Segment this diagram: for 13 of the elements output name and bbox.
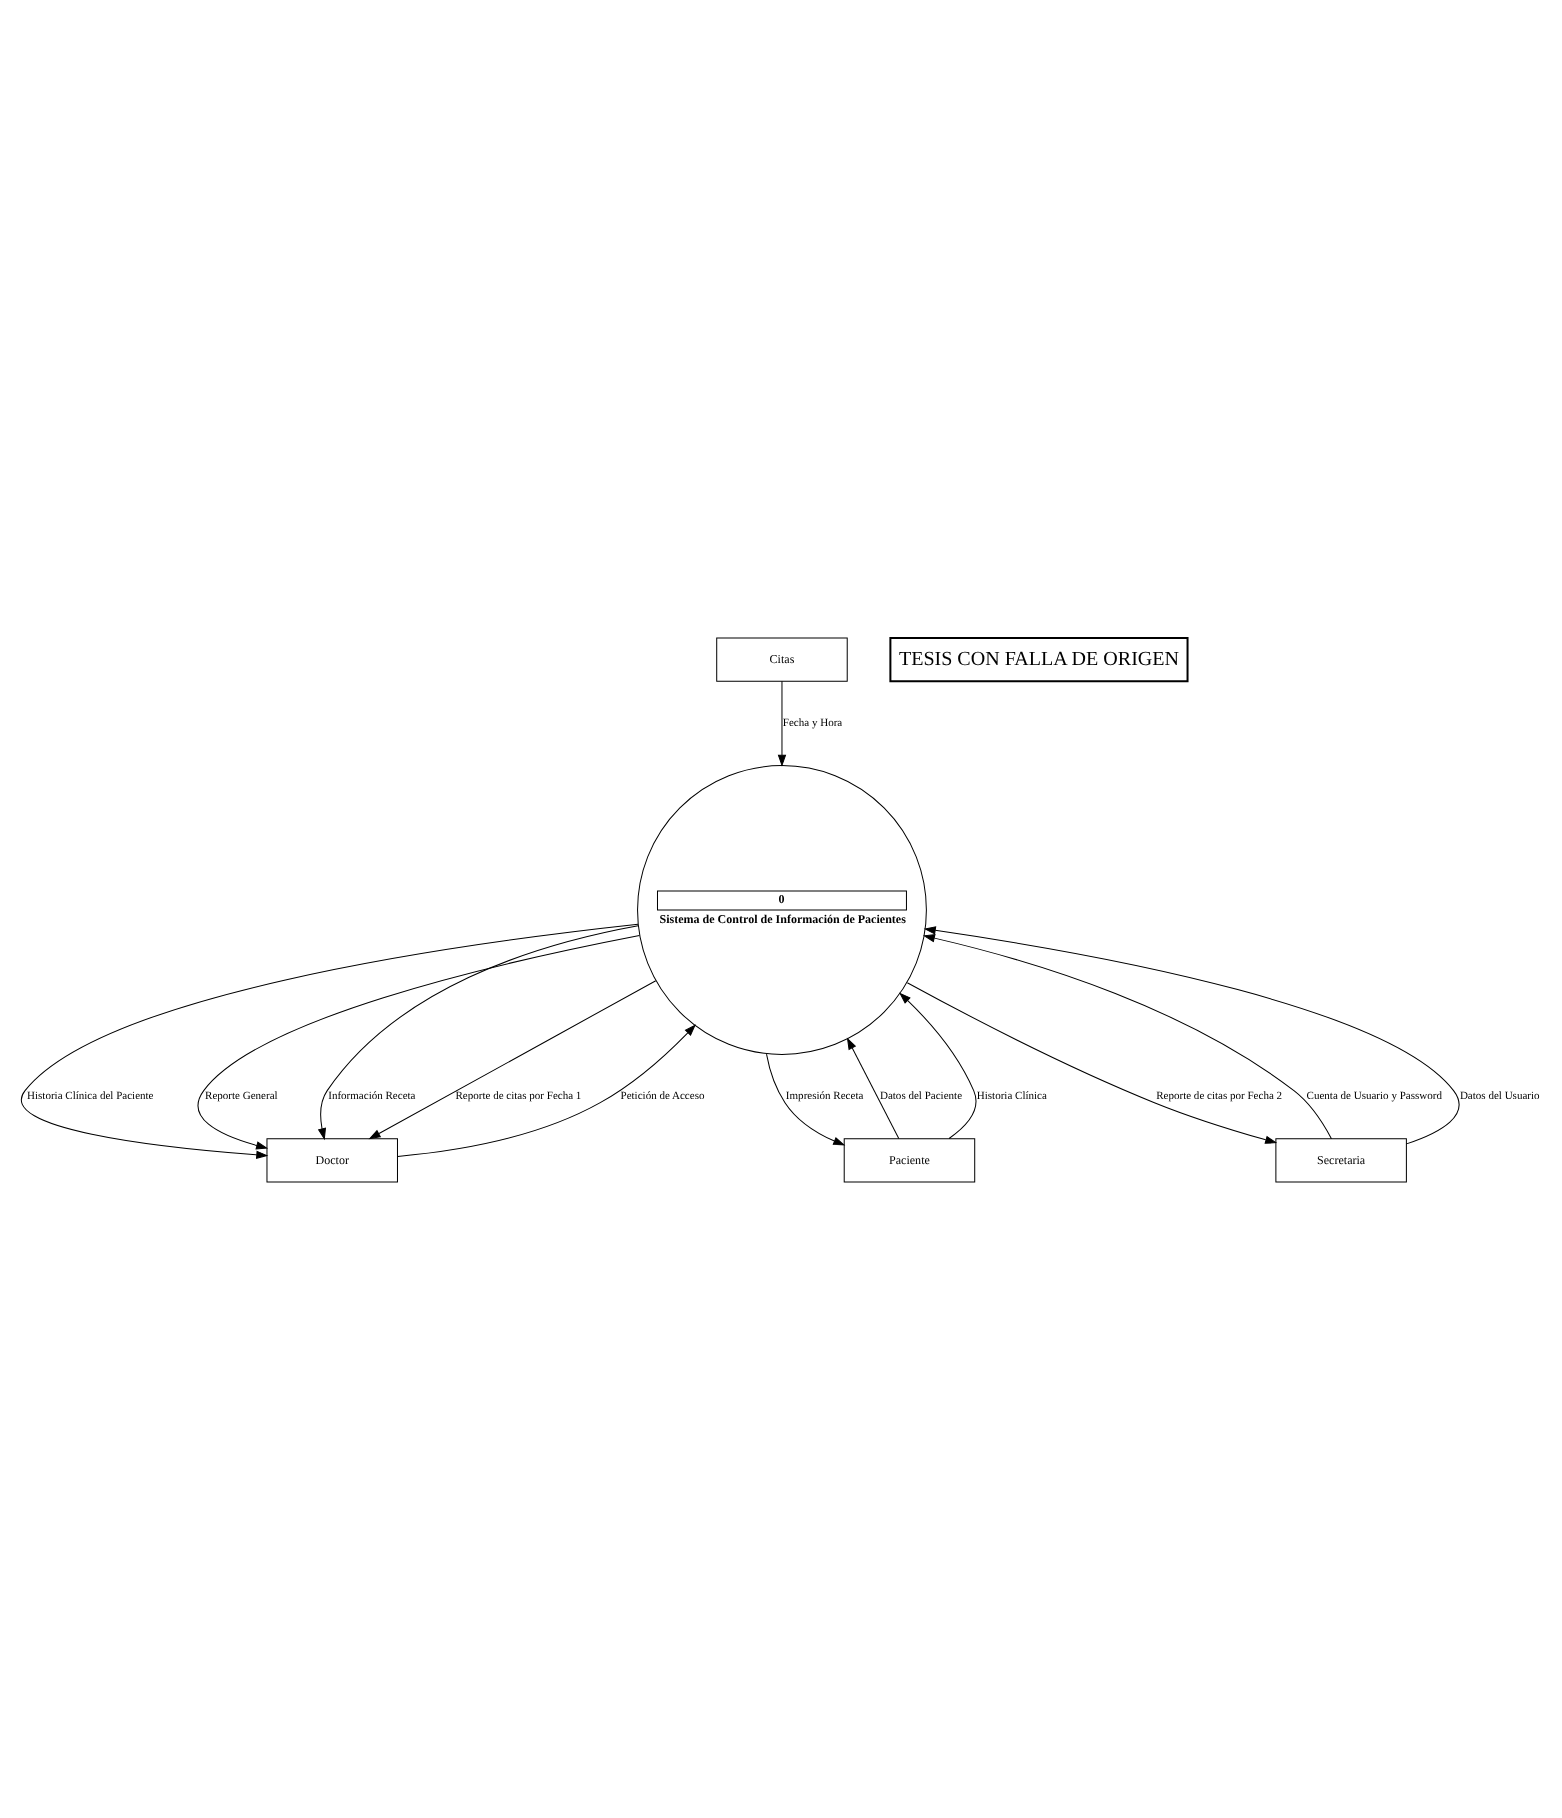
arrow	[923, 933, 1332, 1139]
arrow	[906, 981, 1277, 1143]
arrow	[197, 934, 640, 1149]
label: TESIS CON FALLA DE ORIGEN	[898, 647, 1179, 670]
arrow	[899, 992, 977, 1139]
arrow	[777, 679, 786, 765]
arrow	[397, 1023, 696, 1156]
arrow	[847, 1037, 900, 1139]
arrow	[369, 979, 657, 1139]
arrow	[766, 1052, 845, 1145]
arrow	[318, 924, 639, 1139]
arrow	[20, 922, 639, 1158]
arrow	[924, 925, 1460, 1144]
